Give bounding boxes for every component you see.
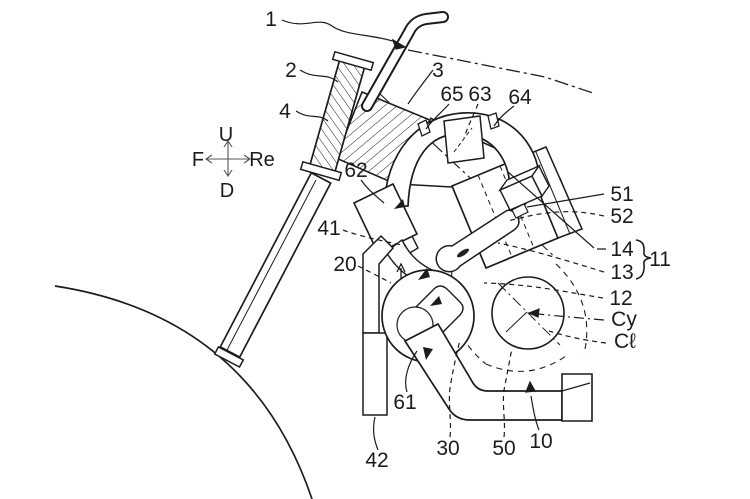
airflow-arrows	[394, 199, 433, 360]
ref-label-14: 14	[610, 238, 634, 261]
leader-13	[497, 242, 605, 273]
duct-lower-section	[362, 332, 388, 416]
compass-rear-label: Re	[249, 149, 275, 171]
leader-30	[448, 339, 461, 438]
ref-label-41: 41	[317, 217, 340, 240]
ref-label-61: 61	[393, 391, 416, 414]
intake-duct	[383, 112, 541, 209]
handlebar	[361, 11, 449, 112]
ref-label-62: 62	[344, 159, 367, 182]
injector-unit	[497, 164, 550, 219]
compass-front-label: F	[192, 149, 204, 171]
leader-20	[357, 265, 392, 284]
front-fork	[213, 50, 375, 369]
flow-arrow-impeller	[430, 296, 442, 306]
leader-65	[425, 103, 450, 130]
ref-label-12: 12	[609, 287, 632, 310]
exhaust-pipe	[403, 322, 593, 422]
supercharger	[381, 269, 475, 363]
leader-10	[530, 395, 540, 431]
head-pipe-top-flange	[331, 50, 375, 72]
leader-14	[507, 171, 606, 250]
leader-2	[299, 69, 339, 83]
crank-axis-line	[497, 282, 561, 346]
compass-arrowheads	[205, 140, 251, 177]
flow-arrow-down	[418, 268, 430, 280]
ref-label-51: 51	[610, 183, 633, 206]
ref-label-10: 10	[529, 430, 552, 453]
leader-42	[372, 416, 379, 451]
ref-label-63: 63	[468, 83, 491, 106]
ref-label-64: 64	[508, 86, 532, 109]
leader-lines	[281, 19, 652, 451]
ref-label-3: 3	[432, 59, 444, 82]
leader-41	[342, 229, 407, 247]
front-air-duct	[362, 234, 395, 416]
brace-11	[635, 239, 652, 280]
leader-1-arrowhead	[391, 38, 407, 50]
ref-label-13: 13	[610, 261, 633, 284]
ref-label-4: 4	[279, 100, 291, 123]
flow-arrow-outlet	[423, 347, 433, 360]
ref-label-30: 30	[436, 437, 459, 460]
ref-label-2: 2	[285, 59, 297, 82]
ref-label-42: 42	[365, 449, 388, 472]
ref-label-cl: Cℓ	[614, 330, 636, 353]
leader-52	[507, 211, 605, 222]
leader-3	[407, 69, 434, 105]
leader-cy-arrowhead	[527, 308, 540, 318]
ref-label-52: 52	[610, 205, 633, 228]
leader-62	[360, 179, 385, 204]
duct-sensor-box	[443, 115, 485, 164]
leader-64	[493, 105, 515, 127]
leader-63	[463, 103, 479, 139]
compass-down-label: D	[220, 180, 234, 202]
ref-label-11: 11	[649, 248, 671, 271]
ref-label-50: 50	[492, 437, 515, 460]
duct-clip-right	[487, 112, 500, 130]
leader-51	[526, 193, 605, 208]
leader-1	[281, 19, 397, 43]
flow-arrow-duct	[394, 199, 405, 209]
head-pipe-bottom-flange	[299, 160, 343, 182]
ref-label-1: 1	[265, 8, 277, 31]
leader-12	[483, 282, 604, 299]
fork-bottom-cap	[213, 345, 245, 369]
flow-arrow-up	[396, 262, 406, 278]
direction-compass: U D F Re	[192, 124, 275, 202]
duct-clip-left	[417, 119, 431, 137]
compass-up-label: U	[219, 124, 233, 146]
exhaust-joint-collar	[561, 373, 593, 422]
reference-numerals: 1 2 3 4 65 63 64 62 41 20 51 52 14 13 11…	[265, 8, 671, 472]
leader-cl	[548, 330, 607, 344]
ref-label-cy: Cy	[611, 308, 637, 331]
leader-4	[295, 110, 329, 122]
ref-label-20: 20	[333, 253, 356, 276]
leader-cy	[537, 313, 605, 321]
ref-label-65: 65	[440, 83, 463, 106]
leader-10-arrowhead	[525, 380, 536, 393]
leader-61	[405, 350, 418, 393]
